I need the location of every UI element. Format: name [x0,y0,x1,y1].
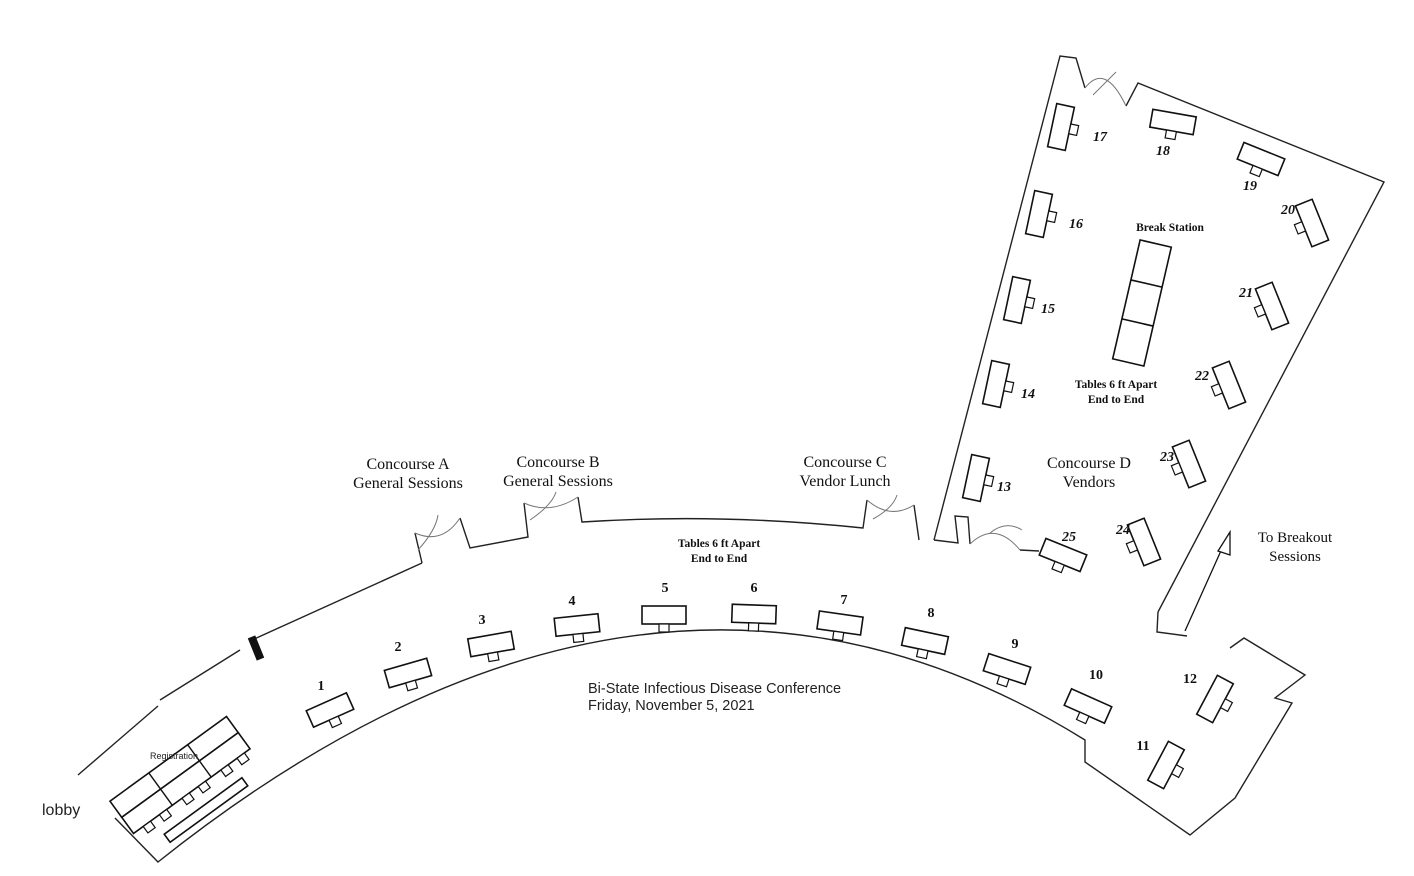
booth-number-18: 18 [1156,144,1170,159]
concourse-d-subtitle: Vendors [1063,474,1115,491]
table-spacing-note-line2: End to End [691,553,748,565]
doorway-marker [247,635,265,661]
booth-table-10 [1063,687,1113,725]
breakout-subtitle: Sessions [1269,549,1321,565]
concourse-a-subtitle: General Sessions [353,475,463,492]
registration-label: Registration [150,751,198,761]
event-date: Friday, November 5, 2021 [588,698,755,714]
booth-table-2 [383,657,433,692]
concourse-c-subtitle: Vendor Lunch [799,473,890,490]
booth-number-25: 25 [1061,530,1076,545]
concourse-walls [77,496,1307,863]
booth-number-24: 24 [1115,523,1130,538]
booth-table-9 [982,652,1032,688]
booth-table-24 [1125,517,1162,567]
booth-table-21 [1253,281,1290,331]
breakout-arrow [1184,529,1231,632]
table-spacing-note-d-line2: End to End [1088,394,1145,406]
booth-number-19: 19 [1243,179,1257,194]
booth-number-16: 16 [1069,217,1083,232]
booth-number-15: 15 [1041,302,1055,317]
booth-number-12: 12 [1183,672,1197,687]
booth-table-1 [305,691,355,729]
concourse-c-title: Concourse C [803,454,886,471]
break-station-tables [1111,239,1173,367]
concourse-b-title: Concourse B [516,454,599,471]
concourse-b-subtitle: General Sessions [503,473,613,490]
booth-number-6: 6 [751,581,758,596]
booth-number-21: 21 [1238,286,1253,301]
booth-number-3: 3 [479,613,486,628]
booth-table-6 [730,603,778,632]
booth-number-23: 23 [1159,450,1174,465]
booth-number-14: 14 [1021,387,1035,402]
booth-number-5: 5 [662,581,669,596]
booth-table-8 [900,626,950,660]
breakout-title: To Breakout [1258,530,1333,546]
table-spacing-note-line1: Tables 6 ft Apart [678,538,760,550]
booth-table-19 [1236,141,1286,178]
doors [414,71,1127,551]
table-spacing-note-d-line1: Tables 6 ft Apart [1075,379,1157,391]
booth-table-7 [816,610,864,642]
booth-number-13: 13 [997,480,1011,495]
booth-number-17: 17 [1093,130,1108,145]
booth-table-4 [553,612,601,644]
booth-number-20: 20 [1280,203,1295,218]
concourse-d-title: Concourse D [1047,455,1131,472]
booth-number-11: 11 [1136,739,1149,754]
booth-table-15 [1002,275,1036,325]
booth-table-25 [1038,537,1088,574]
booth-table-18 [1148,108,1198,141]
break-station-label: Break Station [1136,222,1204,234]
booth-table-20 [1293,198,1330,248]
event-title: Bi-State Infectious Disease Conference [588,681,841,697]
concourse-a-title: Concourse A [366,456,450,473]
booth-table-14 [981,359,1015,409]
lobby-label: lobby [42,802,80,819]
concourse-d-walls [933,55,1385,613]
booth-number-4: 4 [569,594,576,609]
booth-table-22 [1210,360,1247,410]
booth-number-1: 1 [318,679,325,694]
booth-table-12 [1195,674,1235,724]
booth-number-9: 9 [1012,637,1019,652]
booth-number-22: 22 [1194,369,1209,384]
booth-table-16 [1024,189,1058,239]
registration-tables [108,715,252,844]
booth-table-5 [641,605,687,633]
booth-number-2: 2 [395,640,402,655]
booth-table-3 [466,630,516,663]
booth-table-17 [1046,102,1080,152]
booth-table-23 [1170,439,1207,489]
booth-table-11 [1146,740,1186,790]
booth-number-10: 10 [1089,668,1103,683]
booth-table-13 [961,453,995,503]
booth-number-8: 8 [928,606,935,621]
booth-number-7: 7 [841,593,848,608]
